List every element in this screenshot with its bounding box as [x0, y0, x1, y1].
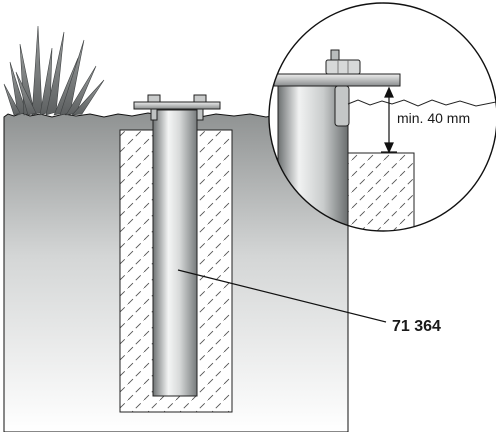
dimension-arrow [381, 86, 397, 154]
pipe-post [152, 109, 198, 397]
grass-icon [3, 25, 105, 116]
clearance-label: min. 40 mm [397, 110, 470, 126]
part-number-label: 71 364 [392, 318, 441, 335]
mounting-plate [133, 94, 221, 121]
bolt-icon [193, 94, 207, 121]
bolt-icon [325, 49, 361, 127]
part-leader-line [177, 269, 387, 323]
bolt-icon [147, 94, 161, 121]
